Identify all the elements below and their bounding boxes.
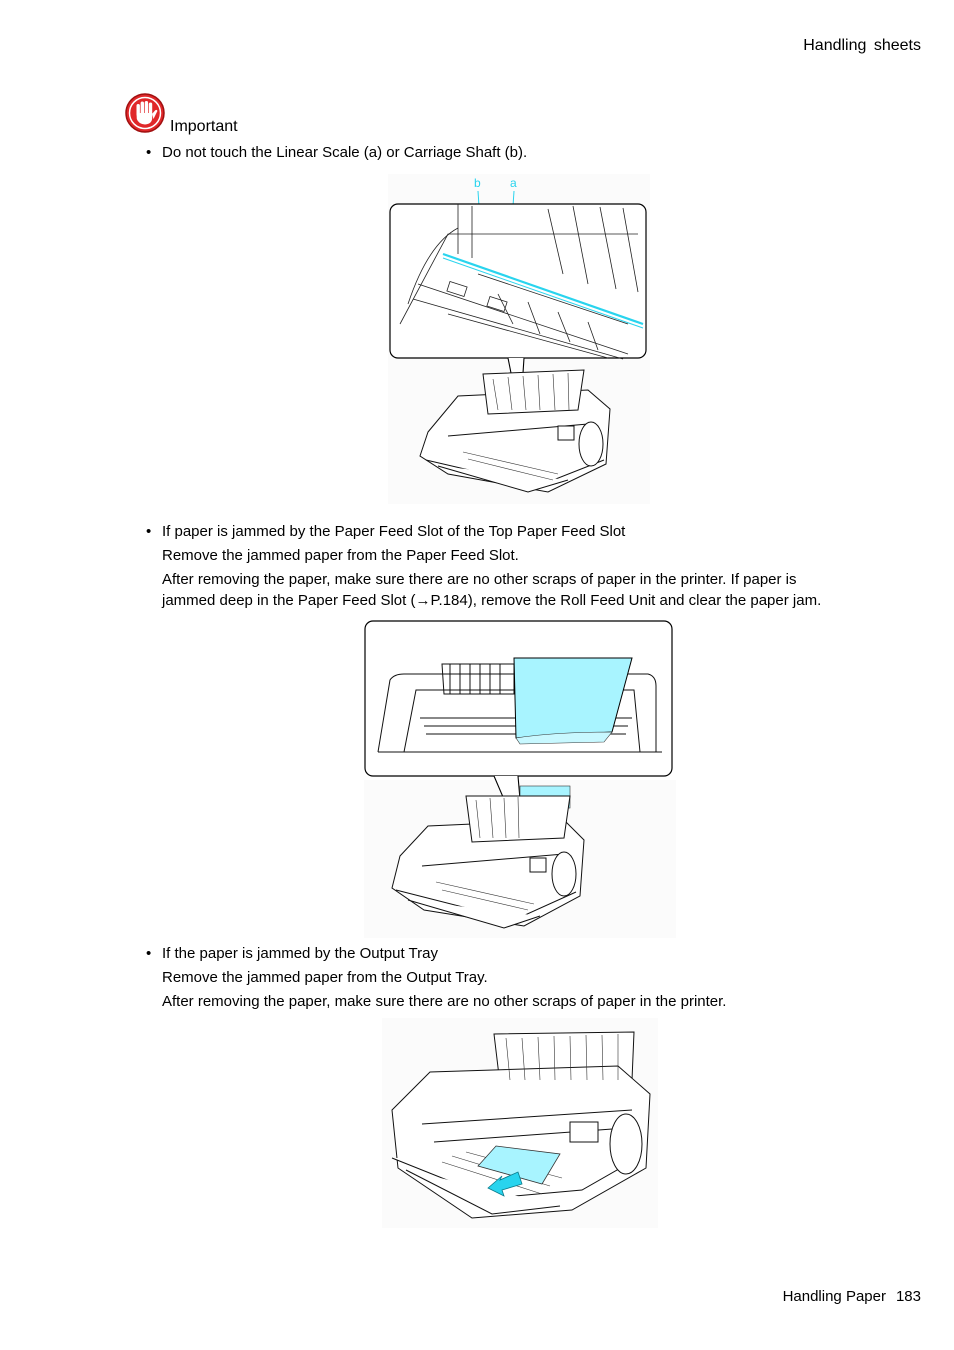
important-stop-hand-icon: [124, 92, 166, 134]
page-number: 183: [895, 1288, 921, 1305]
running-header: Handling sheets: [803, 37, 921, 54]
bullet-dot: •: [146, 523, 152, 540]
figure-output-tray-jam: [382, 1018, 658, 1228]
figure-paper-feed-slot-jam: [364, 620, 676, 938]
paragraph: After removing the paper, make sure ther…: [162, 993, 727, 1010]
bullet-dot: •: [146, 144, 152, 161]
callout-label-b: b: [474, 176, 481, 190]
paragraph: Remove the jammed paper from the Output …: [162, 969, 488, 986]
bullet-dot: •: [146, 945, 152, 962]
paragraph: After removing the paper, make sure ther…: [162, 571, 797, 588]
figure-linear-scale-carriage-shaft: b a: [388, 174, 650, 504]
callout-label-a: a: [510, 176, 517, 190]
paragraph: jammed deep in the Paper Feed Slot (→P.1…: [162, 592, 822, 609]
bullet-item: • Do not touch the Linear Scale (a) or C…: [146, 142, 528, 163]
bullet-text: If the paper is jammed by the Output Tra…: [162, 945, 438, 962]
bullet-item: • If the paper is jammed by the Output T…: [146, 943, 438, 964]
bullet-text: If paper is jammed by the Paper Feed Slo…: [162, 523, 626, 540]
bullet-item: • If paper is jammed by the Paper Feed S…: [146, 521, 626, 542]
paragraph: Remove the jammed paper from the Paper F…: [162, 547, 519, 564]
page-footer: Handling Paper 183: [773, 1288, 921, 1305]
footer-chapter: Handling Paper: [782, 1288, 886, 1305]
bullet-text: Do not touch the Linear Scale (a) or Car…: [162, 144, 528, 161]
important-label: Important: [170, 118, 238, 135]
